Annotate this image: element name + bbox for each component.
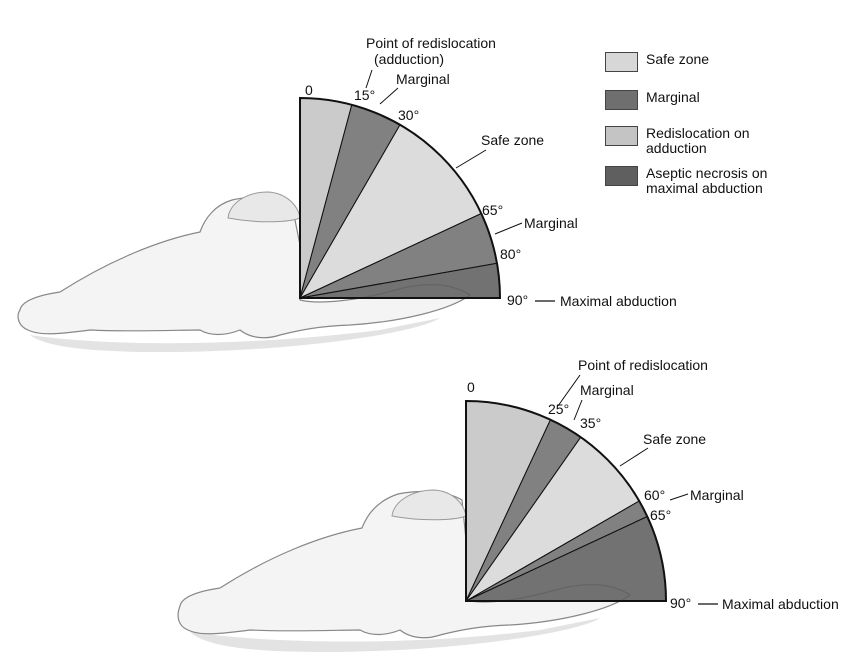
top-angle-90: 90° — [507, 292, 528, 308]
legend-item-redislocation: Redislocation on adduction — [605, 126, 786, 156]
top-callout-redislocation-leader — [366, 70, 372, 88]
bottom-callout-redislocation: Point of redislocation — [578, 357, 708, 373]
bottom-angle-60: 60° — [644, 487, 665, 503]
bottom-callout-marginal-upper: Marginal — [580, 382, 634, 398]
top-callout-max-abduction: Maximal abduction — [560, 293, 677, 309]
bottom-sector-chart — [466, 401, 666, 601]
top-angle-15: 15° — [354, 87, 375, 103]
legend-label-marginal: Marginal — [646, 90, 700, 105]
top-callout-redislocation-line2: (adduction) — [374, 51, 444, 67]
top-angle-65: 65° — [482, 202, 503, 218]
bottom-callout-safe-zone-leader — [620, 448, 648, 466]
top-callout-redislocation: Point of redislocation (adduction) — [366, 35, 500, 67]
bottom-angle-65: 65° — [650, 507, 671, 523]
top-angle-0: 0 — [305, 82, 313, 98]
bottom-callout-max-abduction: Maximal abduction — [722, 596, 839, 612]
legend-swatch-aseptic-necrosis — [605, 166, 638, 186]
legend-swatch-redislocation — [605, 126, 638, 146]
top-angle-30: 30° — [398, 107, 419, 123]
legend-item-aseptic-necrosis: Aseptic necrosis on maximal abduction — [605, 166, 821, 196]
top-callout-redislocation-line1: Point of redislocation — [366, 35, 496, 51]
legend-label-redislocation: Redislocation on adduction — [646, 126, 786, 156]
legend-label-safe-zone: Safe zone — [646, 52, 709, 67]
top-callout-safe-zone-leader — [456, 150, 486, 168]
top-callout-safe-zone: Safe zone — [481, 132, 544, 148]
bottom-callout-marginal-lower-leader — [670, 494, 688, 500]
bottom-figure: 0 25° 35° 60° 65° 90° Point of redisloca… — [178, 357, 839, 652]
top-angle-80: 80° — [500, 246, 521, 262]
legend-label-aseptic-necrosis: Aseptic necrosis on maximal abduction — [646, 166, 821, 196]
legend-swatch-marginal — [605, 90, 638, 110]
top-sector-chart — [300, 98, 500, 298]
bottom-angle-35: 35° — [580, 415, 601, 431]
top-callout-marginal-lower: Marginal — [524, 215, 578, 231]
top-callout-marginal-upper: Marginal — [396, 71, 450, 87]
top-callout-marginal-lower-leader — [495, 223, 522, 234]
legend-item-safe-zone: Safe zone — [605, 52, 709, 72]
legend-swatch-safe-zone — [605, 52, 638, 72]
bottom-angle-0: 0 — [467, 379, 475, 395]
bottom-callout-safe-zone: Safe zone — [643, 431, 706, 447]
top-infant-head — [228, 192, 300, 222]
legend-item-marginal: Marginal — [605, 90, 700, 110]
bottom-callout-marginal-lower: Marginal — [690, 487, 744, 503]
top-callout-marginal-upper-leader — [380, 88, 398, 104]
bottom-angle-90: 90° — [670, 595, 691, 611]
bottom-angle-25: 25° — [548, 401, 569, 417]
top-figure: 0 15° 30° 65° 80° 90° Point of redisloca… — [18, 35, 677, 352]
